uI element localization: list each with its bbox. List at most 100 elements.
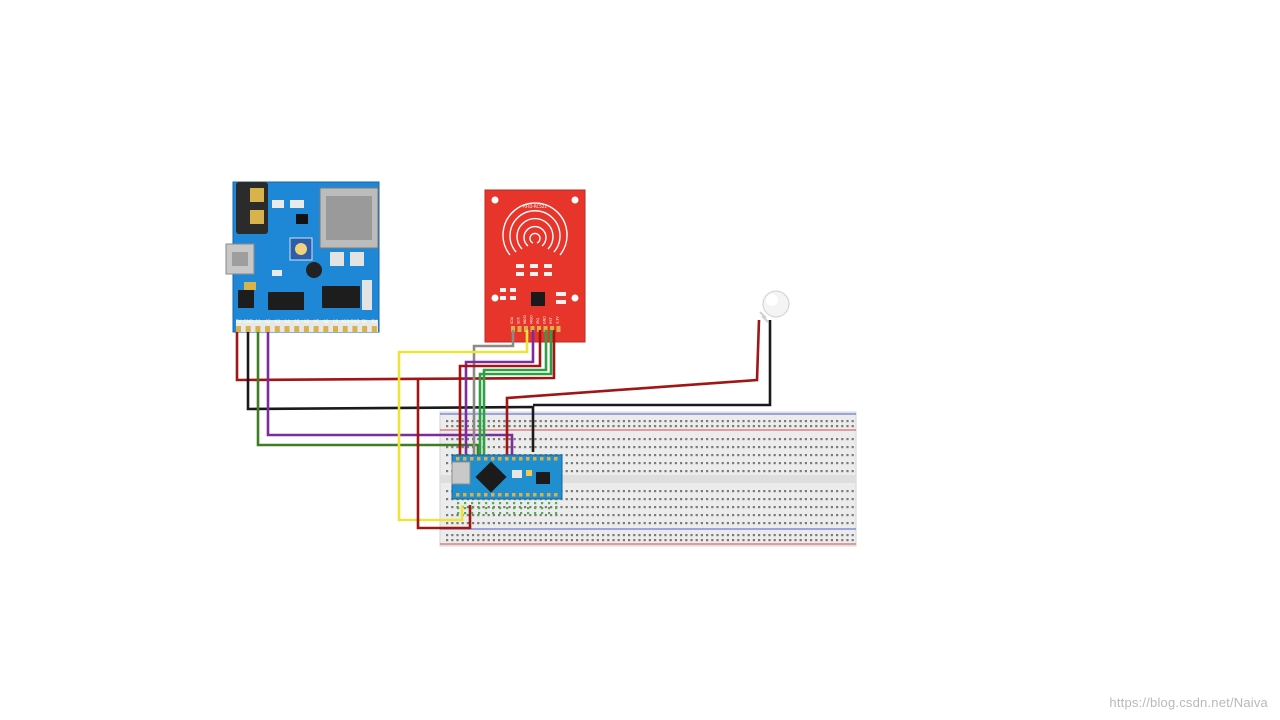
- breadboard-hole: [508, 446, 511, 449]
- mp3-pin-label: GND: [243, 319, 253, 324]
- breadboard-hole: [810, 470, 813, 473]
- rfid-pin-label: GND: [543, 316, 547, 324]
- breadboard-hole: [690, 539, 693, 542]
- breadboard-hole: [524, 425, 527, 428]
- breadboard-hole: [763, 522, 766, 525]
- breadboard-hole: [778, 462, 781, 465]
- breadboard-hole: [747, 420, 750, 423]
- active-hole: [520, 512, 523, 515]
- breadboard-hole: [669, 534, 672, 537]
- breadboard-hole: [669, 425, 672, 428]
- breadboard-hole: [690, 514, 693, 517]
- breadboard-hole: [695, 470, 698, 473]
- breadboard-hole: [451, 514, 454, 517]
- breadboard-hole: [716, 446, 719, 449]
- breadboard-hole: [815, 539, 818, 542]
- breadboard-hole: [841, 522, 844, 525]
- breadboard-hole: [690, 438, 693, 441]
- breadboard-hole: [830, 539, 833, 542]
- breadboard-hole: [544, 506, 547, 509]
- breadboard-hole: [778, 498, 781, 501]
- breadboard-hole: [643, 462, 646, 465]
- breadboard-hole: [711, 490, 714, 493]
- breadboard-hole: [529, 534, 532, 537]
- vibration-sensor: [759, 290, 790, 323]
- breadboard-hole: [581, 470, 584, 473]
- breadboard-hole: [804, 522, 807, 525]
- breadboard-hole: [487, 446, 490, 449]
- breadboard-hole: [784, 539, 787, 542]
- breadboard-hole: [544, 446, 547, 449]
- breadboard-hole: [851, 438, 854, 441]
- breadboard-hole: [664, 514, 667, 517]
- breadboard-hole: [628, 446, 631, 449]
- breadboard-hole: [830, 534, 833, 537]
- breadboard-hole: [622, 454, 625, 457]
- breadboard-hole: [617, 534, 620, 537]
- breadboard-hole: [825, 470, 828, 473]
- breadboard-hole: [539, 420, 542, 423]
- breadboard-hole: [674, 425, 677, 428]
- breadboard-hole: [700, 454, 703, 457]
- breadboard-hole: [685, 522, 688, 525]
- breadboard-hole: [851, 462, 854, 465]
- breadboard-hole: [706, 534, 709, 537]
- breadboard-hole: [628, 454, 631, 457]
- active-hole: [485, 512, 488, 515]
- breadboard-hole: [461, 425, 464, 428]
- breadboard-hole: [612, 506, 615, 509]
- breadboard-hole: [628, 438, 631, 441]
- breadboard-hole: [742, 420, 745, 423]
- breadboard-hole: [711, 446, 714, 449]
- breadboard-hole: [607, 498, 610, 501]
- breadboard-hole: [794, 490, 797, 493]
- active-hole: [464, 502, 467, 505]
- breadboard-hole: [534, 539, 537, 542]
- breadboard-hole: [810, 454, 813, 457]
- breadboard-hole: [648, 425, 651, 428]
- breadboard-hole: [581, 506, 584, 509]
- breadboard-hole: [446, 470, 449, 473]
- breadboard-hole: [591, 534, 594, 537]
- breadboard-hole: [622, 438, 625, 441]
- breadboard-hole: [596, 514, 599, 517]
- breadboard-hole: [524, 534, 527, 537]
- breadboard-hole: [503, 534, 506, 537]
- breadboard-hole: [721, 539, 724, 542]
- breadboard-hole: [654, 534, 657, 537]
- breadboard-hole: [581, 534, 584, 537]
- breadboard-hole: [778, 534, 781, 537]
- breadboard-hole: [799, 454, 802, 457]
- breadboard-hole: [576, 425, 579, 428]
- breadboard-hole: [659, 490, 662, 493]
- breadboard-hole: [737, 506, 740, 509]
- breadboard-hole: [851, 539, 854, 542]
- active-hole: [520, 507, 523, 510]
- nano-pin: [470, 457, 474, 461]
- breadboard-hole: [456, 539, 459, 542]
- breadboard-hole: [737, 514, 740, 517]
- breadboard-hole: [570, 522, 573, 525]
- breadboard-hole: [669, 490, 672, 493]
- rfid-pin-header: [511, 326, 561, 332]
- wire-red-sensor: [505, 319, 761, 458]
- breadboard-hole: [607, 438, 610, 441]
- breadboard-hole: [830, 425, 833, 428]
- breadboard-hole: [498, 522, 501, 525]
- breadboard-hole: [721, 506, 724, 509]
- breadboard-hole: [477, 420, 480, 423]
- breadboard-hole: [700, 534, 703, 537]
- breadboard-hole: [747, 514, 750, 517]
- breadboard-hole: [716, 506, 719, 509]
- breadboard-hole: [820, 470, 823, 473]
- breadboard-hole: [674, 470, 677, 473]
- breadboard-hole: [622, 534, 625, 537]
- breadboard-hole: [674, 514, 677, 517]
- breadboard-hole: [518, 522, 521, 525]
- nano-pin: [554, 457, 558, 461]
- breadboard-hole: [799, 490, 802, 493]
- mp3-pin-label: BY: [362, 319, 368, 324]
- breadboard-hole: [633, 514, 636, 517]
- active-hole: [492, 507, 495, 510]
- breadboard-hole: [820, 420, 823, 423]
